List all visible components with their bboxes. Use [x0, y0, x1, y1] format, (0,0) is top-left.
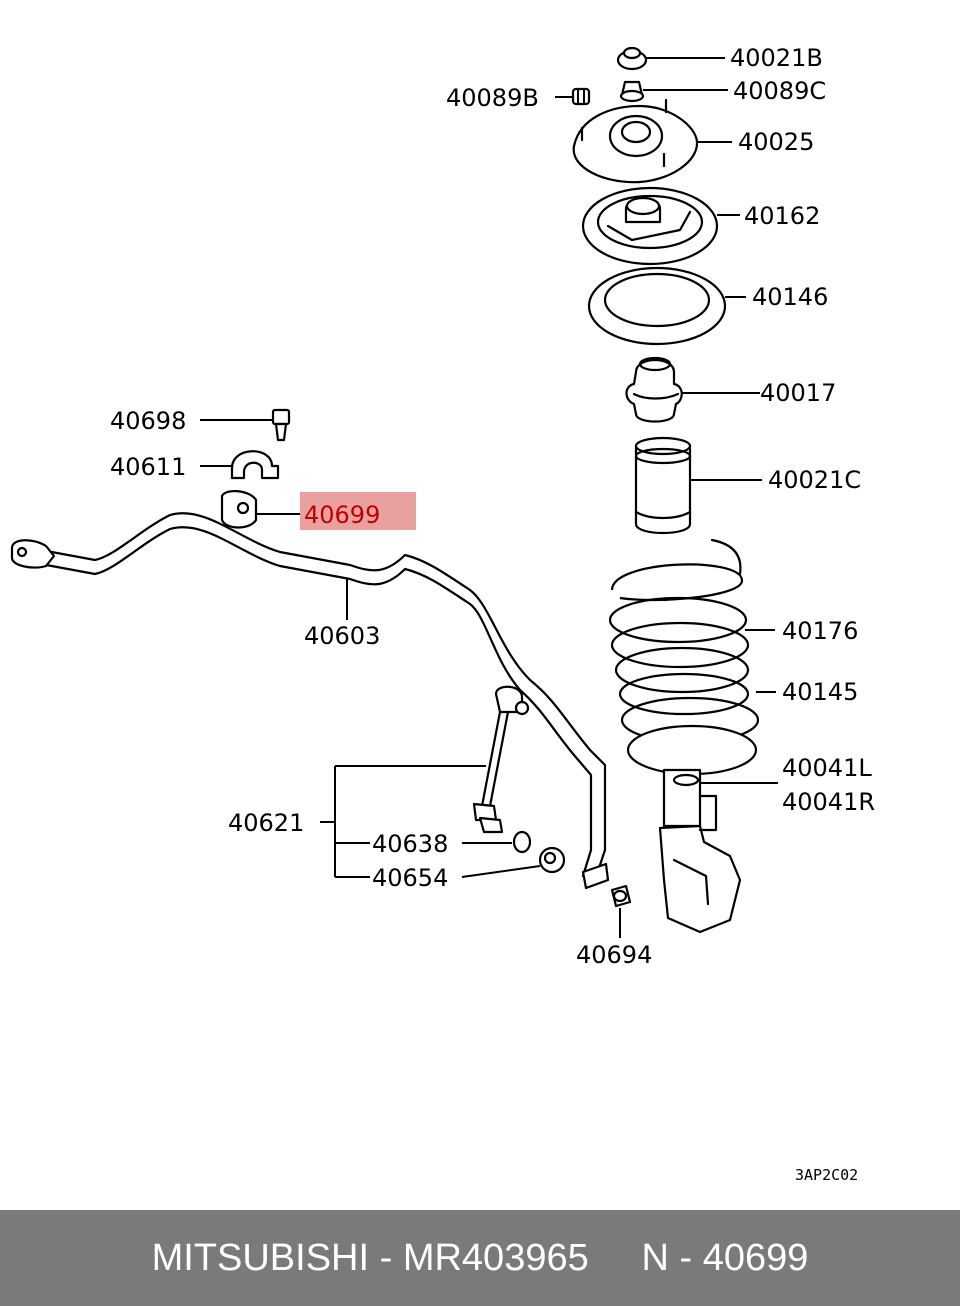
label-40041L: 40041L	[782, 754, 872, 782]
part-40699-bushing	[220, 490, 258, 529]
highlight-box	[300, 492, 416, 530]
label-40638: 40638	[372, 830, 448, 858]
part-40603-stabilizer-bar	[10, 512, 610, 890]
diagram-code: 3AP2C02	[795, 1166, 858, 1184]
part-40025-mount	[572, 98, 699, 184]
label-40146: 40146	[752, 283, 828, 311]
part-40021C-boot	[634, 436, 692, 534]
part-40621-link	[472, 685, 530, 834]
part-40698-bolt	[271, 408, 291, 442]
label-40162: 40162	[744, 202, 820, 230]
part-40089B-nut	[571, 87, 591, 106]
part-40611-bracket	[230, 450, 280, 480]
label-40017: 40017	[760, 379, 836, 407]
part-40041-strut	[626, 724, 758, 934]
label-40145: 40145	[782, 678, 858, 706]
part-40146-ring	[587, 266, 727, 346]
label-40041R: 40041R	[782, 788, 875, 816]
part-40089C-nut	[619, 80, 645, 103]
part-40654-nut	[538, 846, 566, 874]
label-40698: 40698	[110, 407, 186, 435]
label-40021C: 40021C	[768, 466, 861, 494]
label-40089C: 40089C	[733, 77, 826, 105]
label-40021B: 40021B	[730, 44, 823, 72]
part-40638-ring	[512, 830, 532, 854]
label-40654: 40654	[372, 864, 448, 892]
footer-bar: MITSUBISHI - MR403965 N - 40699	[0, 1210, 960, 1306]
part-40017-bumper	[625, 356, 683, 423]
part-40176-spring	[608, 538, 750, 716]
label-40603: 40603	[304, 622, 380, 650]
leader-40621-bracket	[320, 765, 541, 878]
label-40621: 40621	[228, 809, 304, 837]
label-40694: 40694	[576, 941, 652, 969]
label-40176: 40176	[782, 617, 858, 645]
label-40699: 40699	[304, 501, 380, 529]
footer-text: MITSUBISHI - MR403965 N - 40699	[151, 1236, 809, 1279]
part-40162-seat	[581, 186, 719, 266]
parts-diagram: 40021B 40089C 40089B 40025 40162 40146 4…	[10, 44, 875, 1184]
label-40025: 40025	[738, 128, 814, 156]
part-40021B-cap	[616, 46, 648, 71]
label-40611: 40611	[110, 453, 186, 481]
label-40089B: 40089B	[446, 84, 539, 112]
part-40694-nut	[610, 884, 632, 908]
